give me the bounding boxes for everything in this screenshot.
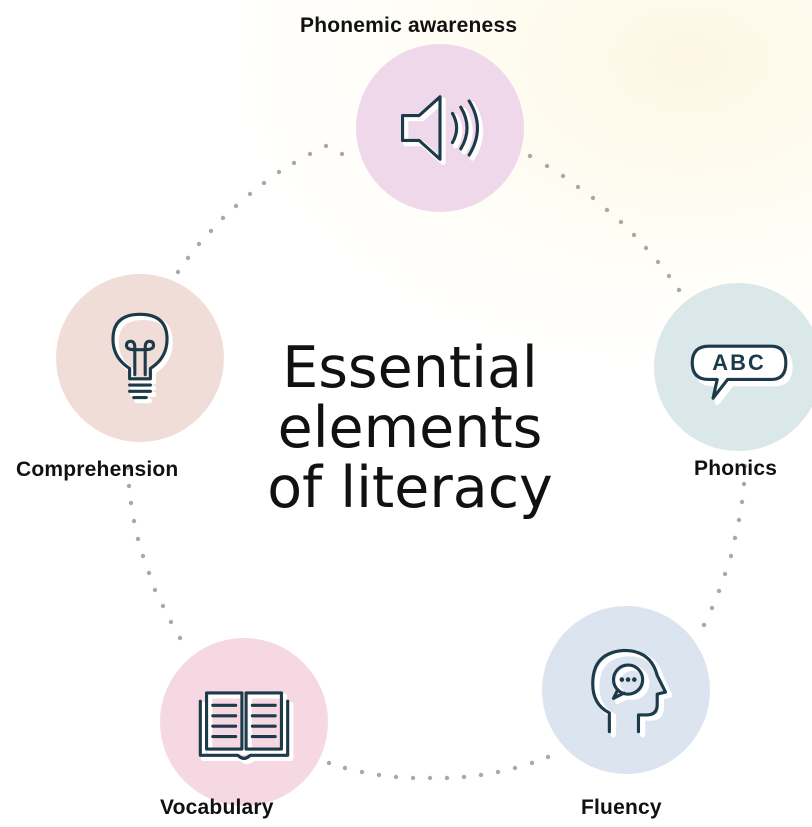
circle-phonics: ABC <box>654 283 812 451</box>
open-book-icon <box>198 691 294 765</box>
circle-fluency <box>542 606 710 774</box>
head-speech-icon <box>591 648 673 738</box>
circle-phonemic-awareness <box>356 44 524 212</box>
center-title-line-2: elements <box>277 395 543 461</box>
center-title-line-3: of literacy <box>267 455 553 521</box>
center-title: Essential elements of literacy <box>230 338 590 518</box>
circle-comprehension <box>56 274 224 442</box>
label-phonemic-awareness: Phonemic awareness <box>300 14 518 37</box>
speaker-icon <box>401 95 484 165</box>
circle-vocabulary <box>160 638 328 806</box>
lightbulb-icon <box>111 312 173 404</box>
label-comprehension: Comprehension <box>16 458 179 481</box>
center-title-line-1: Essential <box>282 335 538 401</box>
label-fluency: Fluency <box>581 796 662 819</box>
speech-bubble-abc-icon: ABC <box>690 344 793 405</box>
label-phonics: Phonics <box>694 457 778 480</box>
abc-text: ABC <box>712 350 766 375</box>
label-vocabulary: Vocabulary <box>160 796 274 819</box>
